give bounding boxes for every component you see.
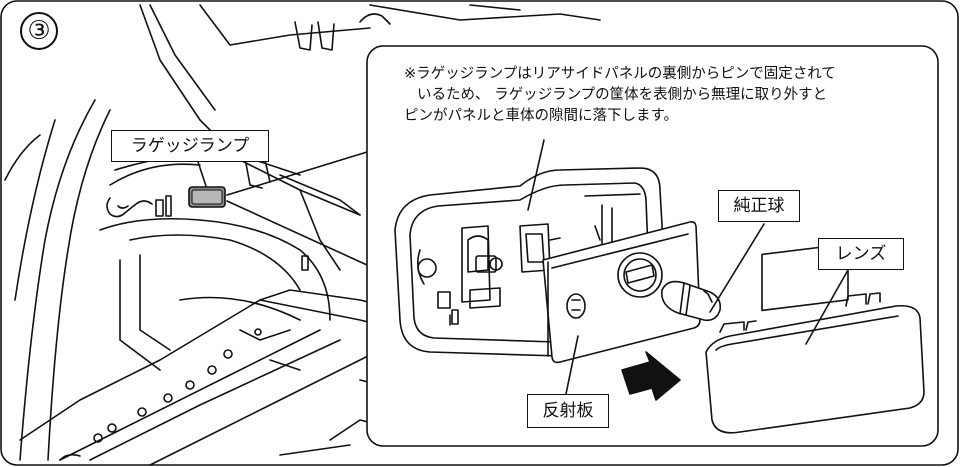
genuine-bulb-label: 純正球: [718, 190, 800, 222]
lens-leader-line: [805, 269, 849, 345]
step-number: ③: [20, 12, 58, 50]
zoom-line-upper: [226, 151, 368, 196]
note-line-1: ※ラゲッジランプはリアサイドパネルの裏側からピンで固定されて: [404, 66, 836, 82]
note-line-2: いるため、 ラゲッジランプの筐体を表側から無理に取り外すと: [417, 87, 828, 103]
bulb-drawing: [661, 280, 722, 322]
reflector-drawing: [542, 221, 701, 364]
reflector-label: 反射板: [527, 394, 609, 428]
note-line-3: ピンがパネルと車体の隙間に落下します。: [404, 108, 679, 124]
lens-label: レンズ: [818, 238, 904, 270]
direction-arrow: [621, 351, 681, 401]
luggage-lamp-label: ラゲッジランプ: [111, 130, 269, 162]
note-leader-line: [527, 139, 545, 211]
zoom-line-lower: [226, 200, 368, 266]
lens-drawing: [705, 243, 925, 434]
reflector-leader-line: [565, 335, 579, 395]
bulb-leader-line: [709, 223, 765, 313]
caution-note: ※ラゲッジランプはリアサイドパネルの裏側からピンで固定されて いるため、 ラゲッ…: [404, 64, 934, 127]
